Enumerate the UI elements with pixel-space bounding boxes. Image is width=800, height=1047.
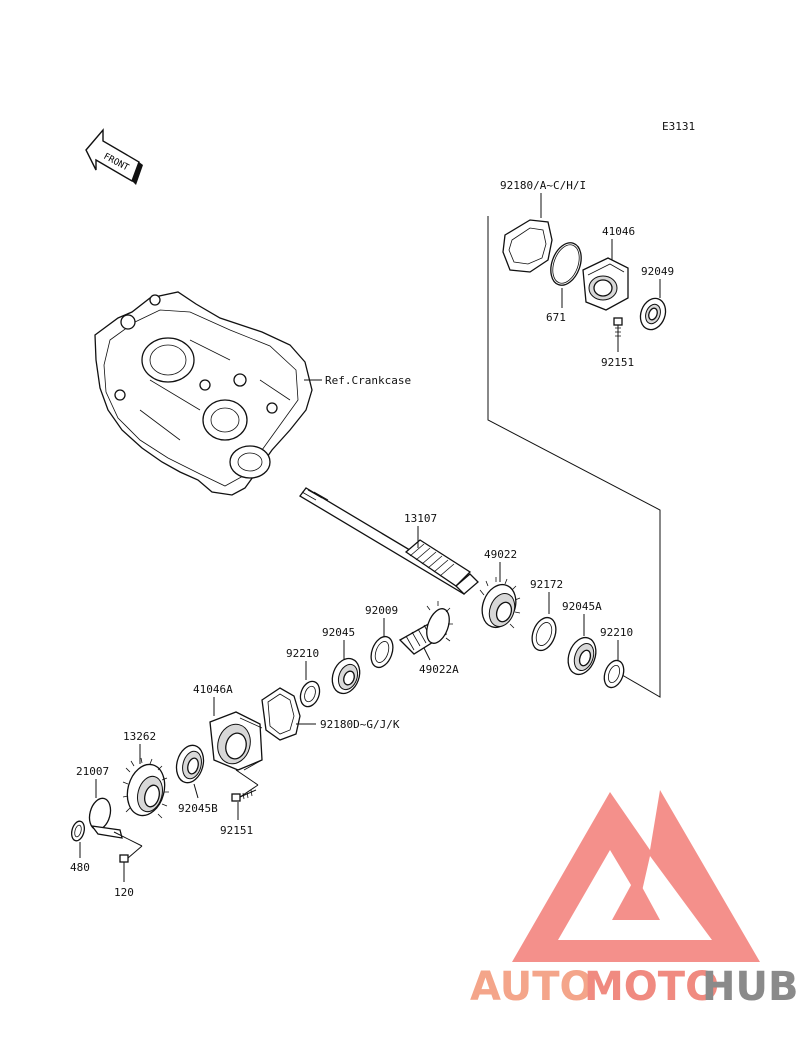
watermark-moto: MOTO xyxy=(584,964,719,1010)
shim-92009 xyxy=(370,635,394,669)
bearing-92045A xyxy=(567,636,597,676)
label-41046A: 41046A xyxy=(193,683,233,696)
bolt-92151-bottom xyxy=(231,789,257,802)
label-92045: 92045 xyxy=(322,626,355,639)
label-21007: 21007 xyxy=(76,765,109,778)
seal-92049 xyxy=(639,297,667,331)
label-92045A: 92045A xyxy=(562,600,602,613)
gear-49022 xyxy=(479,577,521,629)
label-671: 671 xyxy=(546,311,566,324)
label-92045B: 92045B xyxy=(178,802,218,815)
label-92151-bottom: 92151 xyxy=(220,824,253,837)
assembly-outline xyxy=(487,216,661,698)
watermark-logo xyxy=(512,790,760,962)
crankcase-label: Ref.Crankcase xyxy=(325,374,411,387)
watermark-text: AUTO MOTO HUB xyxy=(470,964,798,1010)
gasket-92180-bottom xyxy=(261,687,301,741)
watermark-hub: HUB xyxy=(702,964,798,1010)
ref-code: E3131 xyxy=(662,120,695,133)
gear-13262 xyxy=(122,757,169,819)
bearing-92045B xyxy=(175,744,205,784)
bolt-92151-top xyxy=(613,317,623,340)
label-92049: 92049 xyxy=(641,265,674,278)
shim-92172 xyxy=(531,616,557,652)
crankcase-drawing xyxy=(94,291,313,496)
label-92180-bottom: 92180D~G/J/K xyxy=(320,718,400,731)
bearing-92045 xyxy=(331,657,361,695)
retainer-21007 xyxy=(88,797,123,839)
housing-41046 xyxy=(582,257,629,311)
label-92151-top: 92151 xyxy=(601,356,634,369)
label-120: 120 xyxy=(114,886,134,899)
leader-21007-bolt xyxy=(113,831,143,847)
label-49022: 49022 xyxy=(484,548,517,561)
label-480: 480 xyxy=(70,861,90,874)
leader-92045B xyxy=(193,783,199,799)
bolt-120 xyxy=(119,845,143,863)
label-92210-left: 92210 xyxy=(286,647,319,660)
gear-49022A xyxy=(398,601,453,655)
label-92180-top: 92180/A~C/H/I xyxy=(500,179,586,192)
label-13262: 13262 xyxy=(123,730,156,743)
o-ring-671 xyxy=(550,242,582,286)
circlip-480 xyxy=(71,820,85,842)
shaft-13107 xyxy=(299,487,479,595)
gasket-92180-top xyxy=(502,219,553,273)
label-13107: 13107 xyxy=(404,512,437,525)
watermark-auto: AUTO xyxy=(470,964,594,1010)
leader-49022A xyxy=(423,647,431,661)
label-92009: 92009 xyxy=(365,604,398,617)
label-92210-right: 92210 xyxy=(600,626,633,639)
front-arrow-icon: FRONT xyxy=(85,128,143,185)
label-49022A: 49022A xyxy=(419,663,459,676)
leader-92151-link xyxy=(239,784,259,798)
housing-41046A xyxy=(209,711,263,771)
leader-41046A-bolt xyxy=(235,769,259,786)
seal-92210-right xyxy=(603,659,625,689)
seal-92210-left xyxy=(299,680,321,708)
label-92172: 92172 xyxy=(530,578,563,591)
label-41046: 41046 xyxy=(602,225,635,238)
